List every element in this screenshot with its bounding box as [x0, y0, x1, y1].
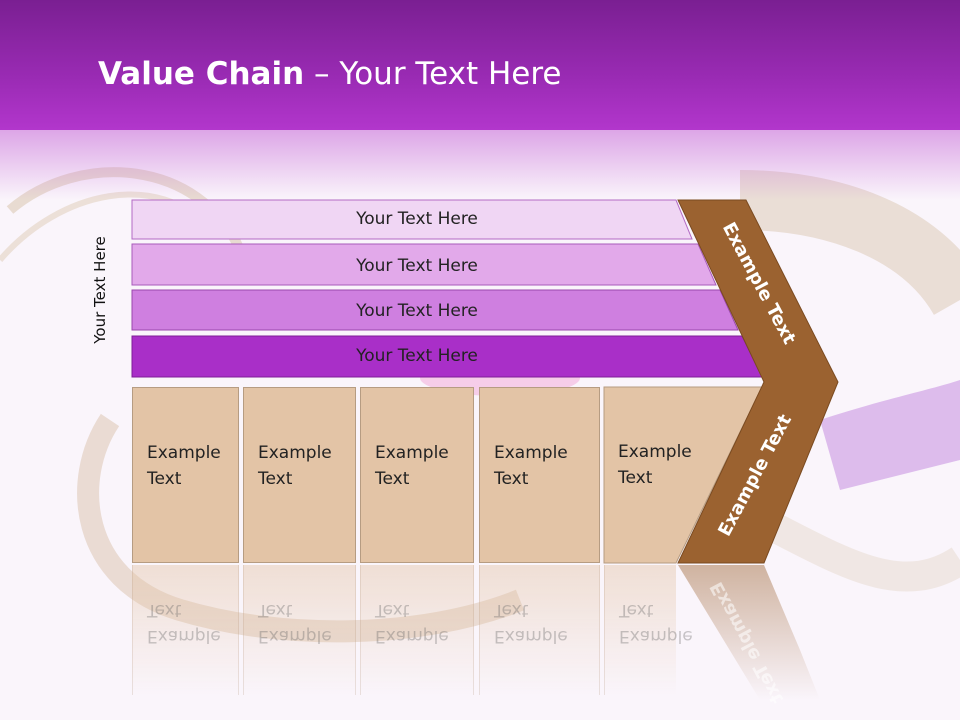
band-shape-1 [131, 199, 693, 240]
band-4-label: Your Text Here [356, 346, 478, 366]
chevron-shape [677, 199, 839, 564]
box-5-line2: Text [618, 468, 653, 488]
box-3-line2: Text [375, 469, 410, 489]
title-rest: – Your Text Here [304, 56, 562, 92]
band-2-label: Your Text Here [356, 256, 478, 276]
band-shape-2 [131, 243, 717, 286]
band-shape-3 [131, 289, 739, 331]
chevron-reflection [678, 565, 820, 700]
box-4-line1: Example [494, 443, 568, 463]
box-2-line1: Example [258, 443, 332, 463]
title-bold: Value Chain [98, 56, 305, 92]
box-2-line2: Text [258, 469, 293, 489]
slide-title: Value Chain – Your Text Here [98, 56, 561, 92]
band-3-label: Your Text Here [356, 301, 478, 321]
header-bar [0, 0, 960, 130]
box-1-line2: Text [147, 469, 182, 489]
header-fade [0, 130, 960, 200]
box-1-line1: Example [147, 443, 221, 463]
box-5-line1: Example [618, 442, 692, 462]
band-1-label: Your Text Here [356, 209, 478, 229]
box-4-line2: Text [494, 469, 529, 489]
box-3-line1: Example [375, 443, 449, 463]
